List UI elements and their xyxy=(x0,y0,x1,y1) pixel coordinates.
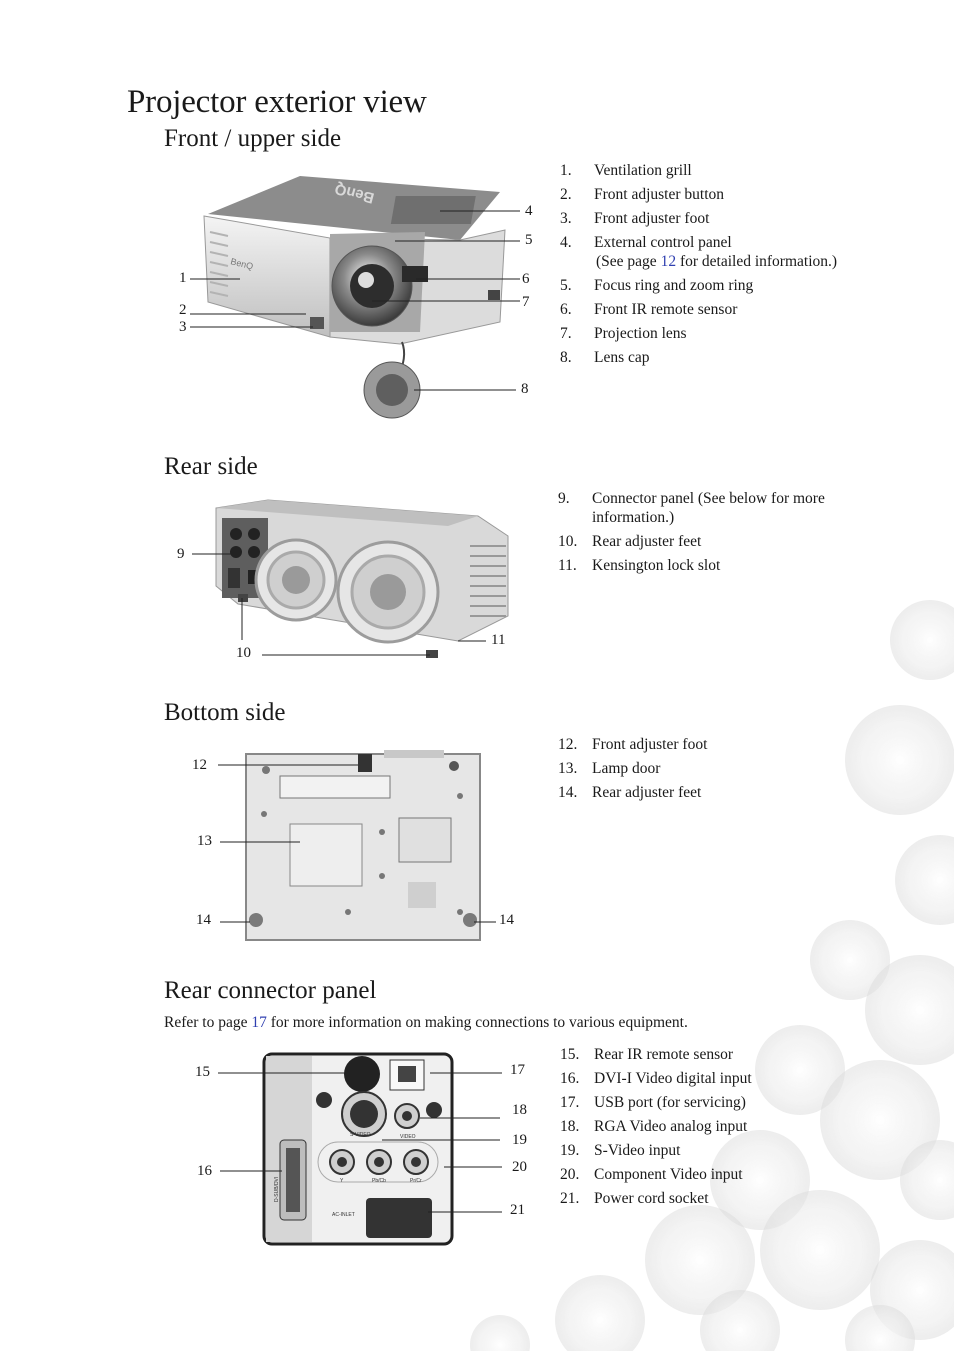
list-item: 15.Rear IR remote sensor xyxy=(560,1046,734,1063)
label-ac-inlet: AC-INLET xyxy=(332,1212,355,1218)
list-item: 19.S-Video input xyxy=(560,1142,681,1159)
list-item: 20.Component Video input xyxy=(560,1166,743,1183)
list-item: 2.Front adjuster button xyxy=(560,186,725,203)
callout-19: 19 xyxy=(512,1132,527,1148)
callout-10: 10 xyxy=(236,645,251,661)
callout-21: 21 xyxy=(510,1202,525,1218)
callout-13: 13 xyxy=(197,833,212,849)
callout-14-left: 14 xyxy=(196,912,211,928)
list-item: 5.Focus ring and zoom ring xyxy=(560,277,754,294)
label-svideo: S-VIDEO xyxy=(350,1132,371,1138)
label-prcr: Pr/Cr xyxy=(410,1178,422,1184)
list-item: 14.Rear adjuster feet xyxy=(558,784,702,801)
bottom-callout-lines xyxy=(218,764,496,923)
section-heading-connector: Rear connector panel xyxy=(164,977,377,1004)
list-item: 12.Front adjuster foot xyxy=(558,736,708,753)
callout-15: 15 xyxy=(195,1064,210,1080)
list-item: 17.USB port (for servicing) xyxy=(560,1094,746,1111)
list-item: 3.Front adjuster foot xyxy=(560,210,710,227)
section-heading-rear: Rear side xyxy=(164,453,258,480)
list-item: 6.Front IR remote sensor xyxy=(560,301,738,318)
rear-parts-list: 9.Connector panel (See below for more in… xyxy=(558,487,858,578)
rear-view-illustration xyxy=(215,499,509,658)
connector-callout-lines xyxy=(218,1072,502,1213)
callout-5: 5 xyxy=(525,232,533,248)
list-item: 21.Power cord socket xyxy=(560,1190,709,1207)
page-link-12[interactable]: 12 xyxy=(660,253,677,270)
callout-6: 6 xyxy=(522,271,530,287)
callout-1: 1 xyxy=(179,270,187,286)
callout-7: 7 xyxy=(522,294,530,310)
list-item: 18.RGA Video analog input xyxy=(560,1118,748,1135)
section-heading-bottom: Bottom side xyxy=(164,699,286,726)
list-item-detail: (See page 12 for detailed information.) xyxy=(596,253,838,270)
list-item: 11.Kensington lock slot xyxy=(558,557,721,574)
connector-intro: Refer to page 17 for more information on… xyxy=(164,1014,688,1031)
list-item: 10.Rear adjuster feet xyxy=(558,533,702,550)
callout-16: 16 xyxy=(197,1163,212,1179)
callout-4: 4 xyxy=(525,203,533,219)
label-dvi: D-SUB/DVI xyxy=(274,1177,280,1202)
list-item: 8.Lens cap xyxy=(560,349,650,366)
bottom-view-illustration xyxy=(245,750,481,941)
callout-9: 9 xyxy=(177,546,185,562)
page-link-17[interactable]: 17 xyxy=(251,1014,267,1031)
callout-20: 20 xyxy=(512,1159,527,1175)
list-item: 13.Lamp door xyxy=(558,760,661,777)
label-y: Y xyxy=(340,1178,344,1184)
front-parts-list: 1.Ventilation grill 2.Front adjuster but… xyxy=(560,159,900,370)
front-view-illustration: BenQ BenQ xyxy=(203,176,506,419)
connector-parts-list: 15.Rear IR remote sensor 16.DVI-I Video … xyxy=(560,1043,860,1211)
connector-panel-illustration: S-VIDEO VIDEO Y Pb/Cb Pr/Cr AC-INLET D-S… xyxy=(262,1052,454,1246)
callout-12: 12 xyxy=(192,757,207,773)
list-item: 1.Ventilation grill xyxy=(560,162,692,179)
page-title: Projector exterior view xyxy=(127,84,427,120)
list-item: 16.DVI-I Video digital input xyxy=(560,1070,752,1087)
label-video: VIDEO xyxy=(400,1134,416,1140)
list-item: 9.Connector panel (See below for more xyxy=(558,490,825,507)
front-callout-lines xyxy=(190,210,520,391)
section-heading-front: Front / upper side xyxy=(164,125,342,152)
callout-17: 17 xyxy=(510,1062,525,1078)
callout-14-right: 14 xyxy=(499,912,514,928)
callout-18: 18 xyxy=(512,1102,527,1118)
list-item-continued: information.) xyxy=(592,509,675,526)
label-pbcb: Pb/Cb xyxy=(372,1178,386,1184)
callout-3: 3 xyxy=(179,319,187,335)
rear-callout-lines xyxy=(192,553,486,656)
callout-11: 11 xyxy=(491,632,506,648)
callout-2: 2 xyxy=(179,302,187,318)
callout-8: 8 xyxy=(521,381,529,397)
list-item: 7.Projection lens xyxy=(560,325,687,342)
bottom-parts-list: 12.Front adjuster foot 13.Lamp door 14.R… xyxy=(558,733,858,805)
list-item: 4.External control panel xyxy=(560,234,732,251)
